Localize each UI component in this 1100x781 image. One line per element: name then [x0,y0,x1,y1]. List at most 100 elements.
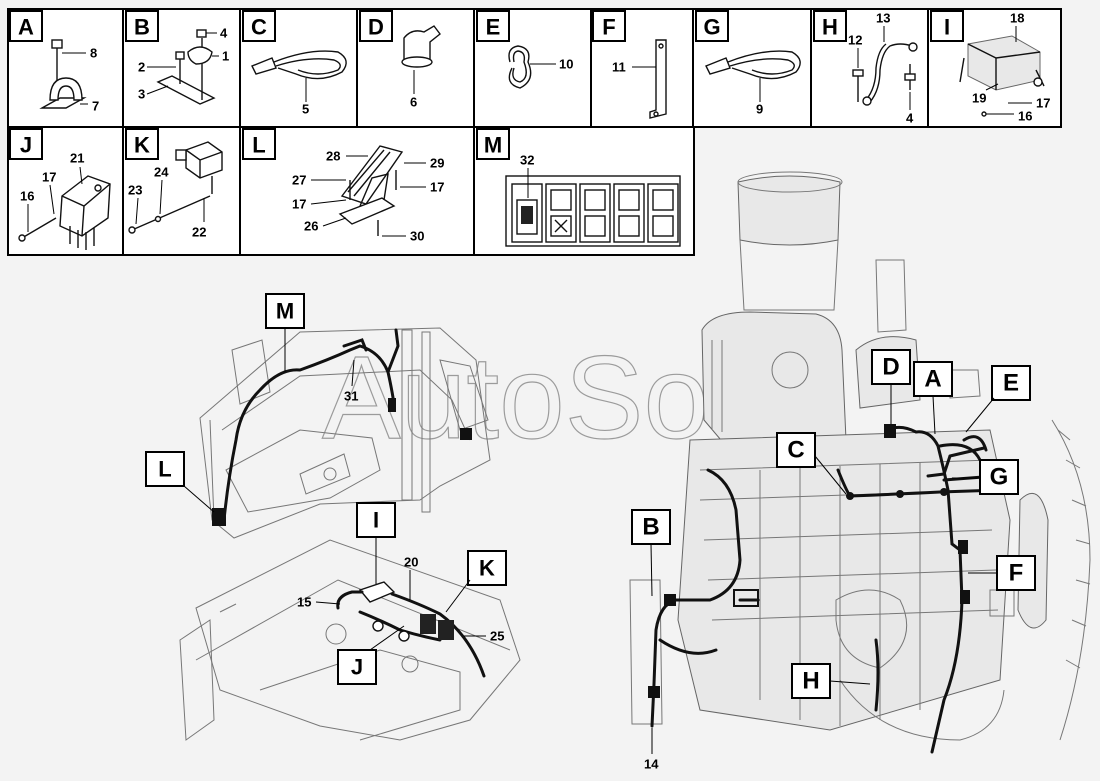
part-number: 1 [222,49,229,64]
part-number: 5 [302,102,309,117]
svg-text:I: I [373,508,379,533]
callout-g: G [952,459,1019,495]
svg-text:D: D [368,15,384,40]
svg-text:H: H [822,15,838,40]
engine-view [629,171,1091,754]
svg-text:D: D [882,354,899,381]
solenoid-drawing [128,141,223,234]
part-number: 14 [644,757,659,772]
svg-text:A: A [924,366,941,393]
svg-text:G: G [990,464,1009,491]
callout-e: E [965,365,1031,433]
part-number: 4 [220,26,228,41]
panel-c: C 5 [239,8,358,128]
part-number: 17 [1036,96,1050,111]
part-number: 9 [756,102,763,117]
callout-d: D [871,349,911,424]
svg-text:E: E [1003,370,1019,397]
relay-drawing [18,175,111,250]
grommet-loop-drawing [508,45,532,89]
part-number: 7 [92,99,99,114]
part-number: 25 [490,629,504,644]
part-number: 28 [326,149,340,164]
part-number: 29 [430,156,444,171]
part-number: 24 [154,165,169,180]
part-number: 22 [192,225,206,240]
cab-view [199,327,491,539]
part-number: 18 [1010,11,1024,26]
panel-f: F 11 [590,8,694,128]
panel-g: G 9 [692,8,812,128]
panel-b: B 4 2 1 3 [122,8,241,128]
rubber-boot-drawing [401,25,441,68]
switch-panel-drawing [505,175,681,247]
panel-i: I 18 19 17 16 [927,8,1062,128]
svg-text:F: F [1009,560,1024,587]
part-number: 11 [612,60,626,75]
part-number: 17 [292,197,306,212]
part-number: 17 [430,180,444,195]
part-number: 12 [848,33,862,48]
accelerator-pedal-drawing [338,145,404,236]
part-number: 26 [304,219,318,234]
svg-text:M: M [276,299,294,324]
panel-m: M 32 [473,126,695,256]
callout-j: J [337,625,405,685]
part-number: 23 [128,183,142,198]
callout-k: K [445,550,507,613]
part-number: 32 [520,153,534,168]
callout-b: B [631,509,671,597]
part-number: 15 [297,595,311,610]
svg-text:G: G [703,15,720,40]
svg-text:B: B [642,514,659,541]
svg-text:F: F [602,15,615,40]
callout-h: H [791,663,871,699]
svg-text:L: L [252,133,265,158]
part-number: 4 [906,111,914,126]
part-number: 8 [90,46,97,61]
callout-c: C [776,432,847,495]
panel-h: H 13 12 4 [810,8,929,128]
svg-text:K: K [479,556,495,581]
part-number: 20 [404,555,418,570]
part-number: 16 [1018,109,1032,124]
part-number: 6 [410,95,417,110]
panel-a: A 8 7 [7,8,124,128]
cable-tie-drawing [251,50,347,80]
part-number: 3 [138,87,145,102]
callout-f: F [968,555,1036,591]
ground-strap-drawing [852,42,918,106]
svg-text:A: A [18,15,34,40]
svg-text:C: C [787,437,804,464]
svg-text:J: J [20,133,32,158]
panel-k: K 24 23 22 [122,126,241,256]
callout-i: I [356,502,396,584]
panel-l: L 28 29 27 17 17 26 30 [239,126,475,256]
callout-l: L [145,451,215,513]
svg-text:K: K [134,133,150,158]
part-number: 19 [972,91,986,106]
part-number: 2 [138,60,145,75]
svg-text:I: I [944,15,950,40]
svg-text:M: M [484,133,502,158]
part-number: 17 [42,170,56,185]
part-number: 30 [410,229,424,244]
part-number: 21 [70,151,84,166]
part-number: 27 [292,173,306,188]
svg-text:C: C [251,15,267,40]
part-number: 10 [559,57,573,72]
part-number: 31 [344,389,358,404]
panel-d: D 6 [356,8,475,128]
bracket-drawing [156,29,216,105]
cable-tie-drawing [705,50,801,80]
svg-text:J: J [351,655,363,680]
relay-box-drawing [959,35,1045,91]
svg-text:L: L [158,457,171,482]
clamp-bolt-drawing [39,39,87,109]
svg-text:B: B [134,15,150,40]
frame-view [179,539,521,741]
panel-j: J 21 17 16 [7,126,124,256]
part-number: 16 [20,189,34,204]
svg-text:E: E [486,15,501,40]
